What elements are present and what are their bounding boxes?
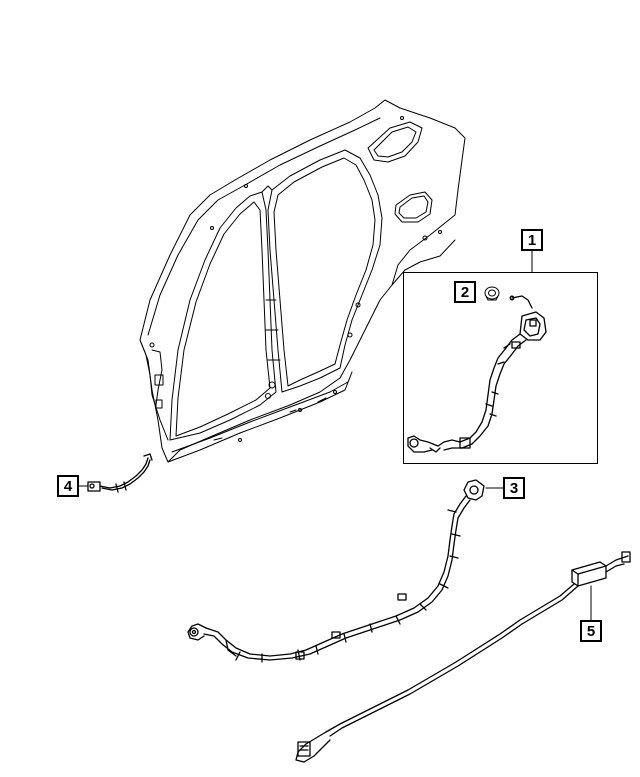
body-side-panel <box>139 99 466 463</box>
part-2-grommet <box>484 286 500 301</box>
callout-1[interactable]: 1 <box>521 229 543 251</box>
part-5-module-cable <box>295 551 631 763</box>
kit-box <box>403 272 598 464</box>
callout-2[interactable]: 2 <box>454 281 476 303</box>
callout-3[interactable]: 3 <box>503 477 525 499</box>
callout-4[interactable]: 4 <box>57 475 79 497</box>
part-3-floor-harness <box>187 479 485 663</box>
callout-5[interactable]: 5 <box>580 620 602 642</box>
part-4-jumper-harness <box>87 453 153 493</box>
part-1-wiring-harness <box>407 295 547 453</box>
